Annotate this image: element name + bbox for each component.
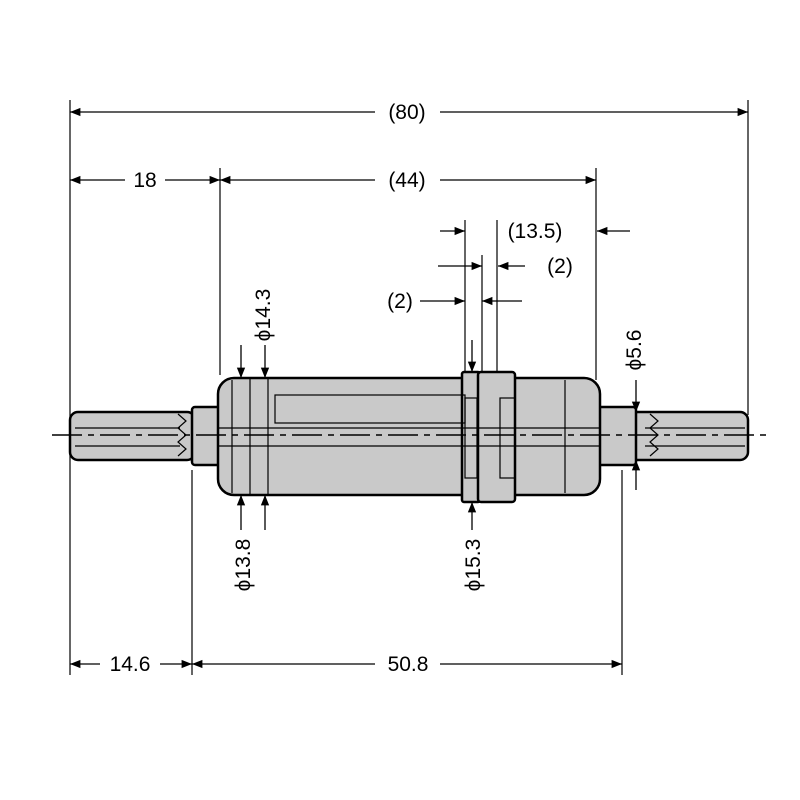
dim-ring-width-lower: (2) — [387, 290, 413, 313]
dim-overall: (80) — [388, 101, 425, 124]
dim-dia-ring: ϕ15.3 — [462, 539, 485, 592]
dim-left-offset: 18 — [133, 169, 156, 192]
dimension-lines — [70, 107, 748, 669]
dim-body-length: (44) — [388, 169, 425, 192]
extension-lines — [69, 100, 749, 675]
dim-shaft-span: 50.8 — [388, 653, 429, 676]
roller-shaft — [52, 370, 770, 504]
dim-ring-width-upper: (2) — [547, 255, 573, 278]
dim-dia-body-top: ϕ14.3 — [252, 289, 275, 342]
dim-ring-offset: (13.5) — [508, 220, 563, 243]
dim-dia-body-bottom: ϕ13.8 — [232, 539, 255, 592]
dim-dia-shaft: ϕ5.6 — [623, 330, 646, 371]
dim-shaft-left: 14.6 — [110, 653, 151, 676]
